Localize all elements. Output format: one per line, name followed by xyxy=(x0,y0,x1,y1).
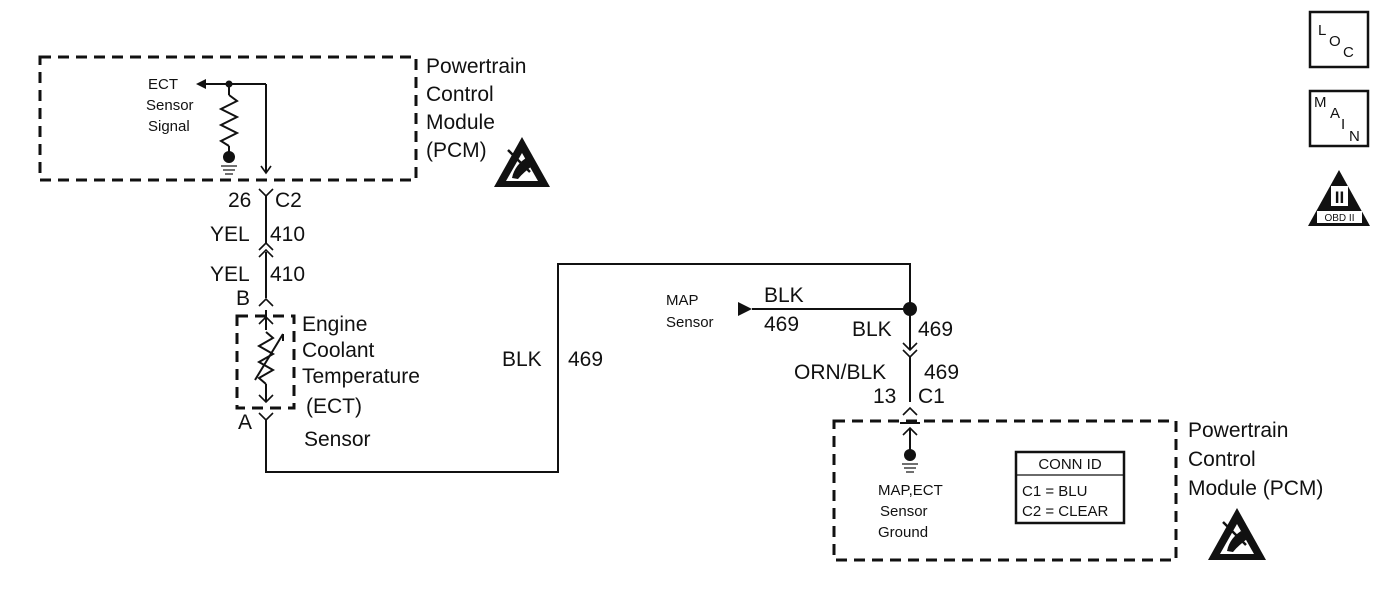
connector-c1-pin: 13 xyxy=(873,385,896,408)
ground-dot-icon-bottom xyxy=(904,449,916,461)
loc-icon[interactable]: L O C xyxy=(1308,10,1370,69)
connector-b-symbol xyxy=(258,297,274,307)
wire-469-center-color: BLK xyxy=(502,348,542,371)
ground-label-line-3: Ground xyxy=(878,524,928,541)
pcm-top-label-line-4: (PCM) xyxy=(426,139,487,162)
pcm-top-boundary xyxy=(38,55,418,182)
pcm-top-label-line-2: Control xyxy=(426,83,494,106)
map-sensor-arrow-icon xyxy=(738,302,752,316)
map-wire-color: BLK xyxy=(764,284,804,307)
main-letter-4: N xyxy=(1349,128,1360,145)
ect-label-line-4: (ECT) xyxy=(306,395,362,418)
connector-c2-symbol xyxy=(258,188,274,244)
main-letter-2: A xyxy=(1330,105,1340,122)
wire-410-lower-circuit: 410 xyxy=(270,263,305,286)
conn-id-table: CONN ID C1 = BLU C2 = CLEAR xyxy=(1014,450,1126,525)
wire-469-orn-circuit: 469 xyxy=(924,361,959,384)
main-icon[interactable]: M A I N xyxy=(1308,89,1370,148)
pcm-top-label: Powertrain Control Module (PCM) xyxy=(426,55,526,162)
map-wire-circuit: 469 xyxy=(764,313,799,336)
inline-connector-469 xyxy=(902,309,918,402)
connector-c1-symbol xyxy=(900,406,920,450)
main-letter-1: M xyxy=(1314,94,1327,111)
wire-469-center-circuit: 469 xyxy=(568,348,603,371)
connector-c2-pin: 26 xyxy=(228,189,251,212)
loc-letter-2: O xyxy=(1329,33,1341,50)
wire-469-orn-color: ORN/BLK xyxy=(794,361,886,384)
pullup-resistor-icon xyxy=(218,94,240,147)
loc-letter-1: L xyxy=(1318,22,1326,39)
signal-arrow-icon xyxy=(196,79,206,89)
esd-warning-icon-bottom xyxy=(1208,508,1266,560)
ect-pin-a-label: A xyxy=(238,411,252,434)
ground-dot-icon xyxy=(223,151,235,163)
ect-signal-label-line-2: Sensor xyxy=(146,97,194,114)
conn-id-row-2: C2 = CLEAR xyxy=(1022,503,1108,520)
pcm-top-label-line-3: Module xyxy=(426,111,495,134)
main-letter-3: I xyxy=(1341,116,1345,133)
obd-numeral: II xyxy=(1335,188,1344,207)
ground-label-line-2: Sensor xyxy=(880,503,928,520)
wire-410-lower-color: YEL xyxy=(210,263,250,286)
wire-469-right-circuit: 469 xyxy=(918,318,953,341)
signal-arrowhead-icon xyxy=(260,165,272,175)
inline-connector-410 xyxy=(258,241,274,298)
ect-sensor-label: Engine Coolant Temperature (ECT) Sensor xyxy=(302,313,420,451)
conn-id-row-1: C1 = BLU xyxy=(1022,483,1087,500)
ect-signal-label: ECT Sensor Signal xyxy=(146,76,194,135)
ect-label-line-1: Engine xyxy=(302,313,367,336)
ect-signal-label-line-1: ECT xyxy=(148,76,178,93)
pcm-bottom-label: Powertrain Control Module (PCM) xyxy=(1188,419,1323,500)
pcm-bottom-label-line-2: Control xyxy=(1188,448,1256,471)
obd-ii-icon[interactable]: II OBD II xyxy=(1308,170,1370,226)
ect-label-line-3: Temperature xyxy=(302,365,420,388)
pcm-bottom-boundary xyxy=(832,419,1178,562)
connector-a-symbol xyxy=(258,412,274,422)
connector-c2-id: C2 xyxy=(275,189,302,212)
wire-469-loop xyxy=(265,263,911,473)
ground-label-line-1: MAP,ECT xyxy=(878,482,943,499)
pcm-bottom-label-line-3: Module (PCM) xyxy=(1188,477,1323,500)
map-sensor-label: MAP Sensor xyxy=(666,292,714,331)
esd-warning-icon-top xyxy=(494,137,550,187)
ground-circuit xyxy=(902,449,918,473)
pcm-top-label-line-1: Powertrain xyxy=(426,55,526,78)
ect-signal-label-line-3: Signal xyxy=(148,118,190,135)
ect-label-line-5: Sensor xyxy=(304,428,371,451)
map-label-line-2: Sensor xyxy=(666,314,714,331)
map-label-line-1: MAP xyxy=(666,292,699,309)
wire-410-upper-circuit: 410 xyxy=(270,223,305,246)
wire-469-right-color: BLK xyxy=(852,318,892,341)
conn-id-header: CONN ID xyxy=(1038,456,1102,473)
thermistor-icon xyxy=(254,310,284,404)
ect-pin-b-label: B xyxy=(236,287,250,310)
wire-410-upper-color: YEL xyxy=(210,223,250,246)
pcm-bottom-label-line-1: Powertrain xyxy=(1188,419,1288,442)
ect-label-line-2: Coolant xyxy=(302,339,375,362)
obd-label: OBD II xyxy=(1324,213,1354,224)
ground-label: MAP,ECT Sensor Ground xyxy=(878,482,943,541)
ect-signal-circuit xyxy=(196,79,272,175)
loc-letter-3: C xyxy=(1343,44,1354,61)
connector-c1-id: C1 xyxy=(918,385,945,408)
